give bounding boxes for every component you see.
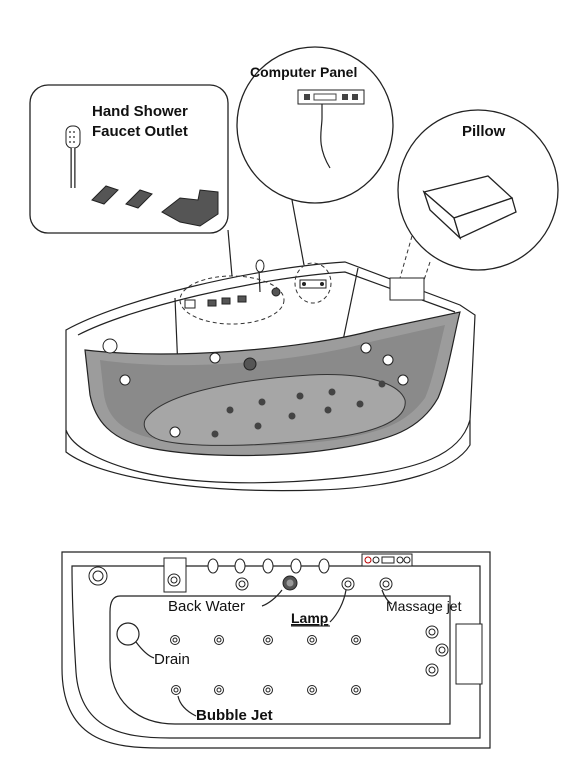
hand-shower-label: Hand Shower bbox=[92, 103, 188, 120]
faucet-outlet-icon bbox=[91, 185, 219, 227]
callout-computer-panel: Computer Panel bbox=[236, 46, 394, 266]
pillow-label: Pillow bbox=[462, 123, 506, 140]
callout-hand-shower-faucet: Hand Shower Faucet Outlet bbox=[29, 84, 233, 277]
deck-outlets bbox=[88, 557, 330, 593]
drain-label: Drain bbox=[154, 651, 190, 668]
callout-pillow: Pillow bbox=[397, 109, 559, 281]
plan-computer-panel-icon bbox=[361, 553, 413, 567]
tub-isometric bbox=[65, 259, 476, 492]
back-wall-jets bbox=[167, 573, 449, 677]
bubble-jet-label: Bubble Jet bbox=[196, 707, 273, 724]
faucet-outlet-label: Faucet Outlet bbox=[92, 123, 188, 140]
hand-shower-icon bbox=[65, 125, 81, 188]
drain-icon bbox=[116, 622, 140, 646]
pillow-on-tub bbox=[389, 277, 425, 301]
deck-fittings bbox=[184, 259, 425, 309]
lamp-label: Lamp bbox=[291, 610, 328, 626]
computer-panel-label: Computer Panel bbox=[250, 64, 357, 80]
tub-jets bbox=[102, 338, 409, 438]
pillow-icon bbox=[422, 175, 517, 241]
bubble-jets bbox=[170, 635, 361, 695]
back-water-label: Back Water bbox=[168, 598, 245, 615]
tub-plan-view bbox=[61, 551, 491, 749]
massage-jet-label: Massage jet bbox=[386, 598, 462, 614]
computer-panel-icon bbox=[297, 89, 365, 169]
